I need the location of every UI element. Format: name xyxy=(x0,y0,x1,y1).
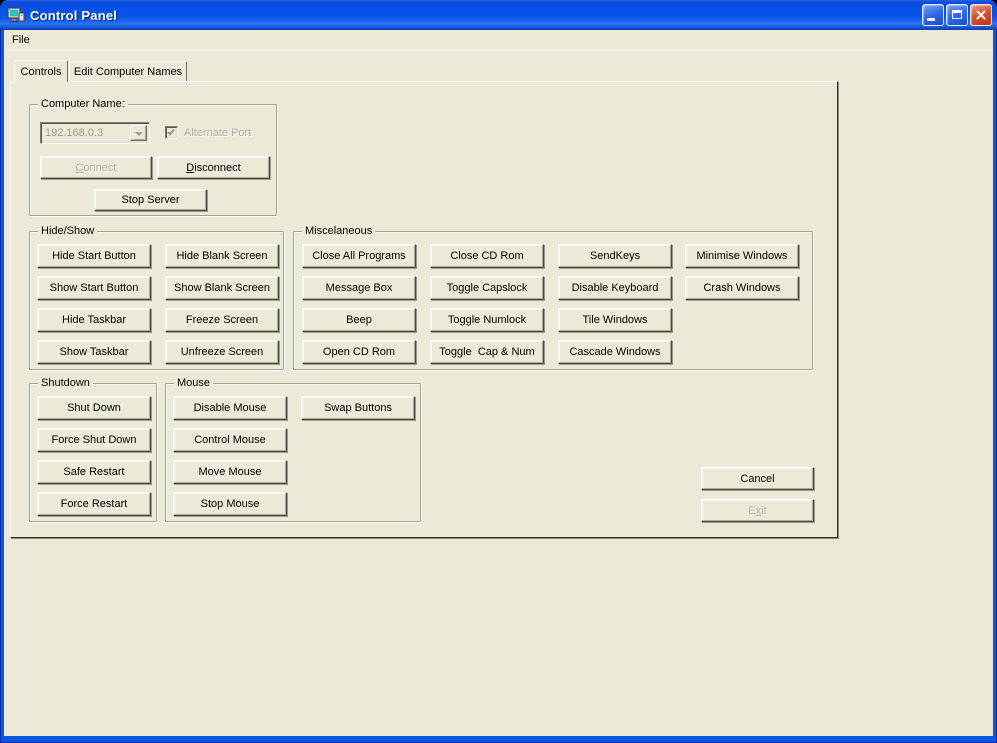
app-icon xyxy=(7,7,25,22)
open-cd-rom-button[interactable]: Open CD Rom xyxy=(302,340,416,364)
force-restart-button[interactable]: Force Restart xyxy=(37,492,151,516)
control-mouse-button[interactable]: Control Mouse xyxy=(173,428,287,452)
force-shut-down-button[interactable]: Force Shut Down xyxy=(37,428,151,452)
computer-name-group-label: Computer Name: xyxy=(38,98,128,110)
controls-tab-panel: Computer Name: 192.168.0.3 Alternate Por… xyxy=(10,81,838,538)
safe-restart-button[interactable]: Safe Restart xyxy=(37,460,151,484)
minimise-windows-button[interactable]: Minimise Windows xyxy=(685,244,799,268)
toggle-cap-num-button[interactable]: Toggle Cap & Num xyxy=(430,340,544,364)
hide-show-group: Hide/Show Hide Start Button Show Start B… xyxy=(29,225,284,370)
stop-mouse-button[interactable]: Stop Mouse xyxy=(173,492,287,516)
shutdown-group-label: Shutdown xyxy=(38,377,93,389)
alternate-port-checkbox[interactable] xyxy=(165,126,178,139)
combobox-dropdown-button[interactable] xyxy=(130,125,147,141)
minimize-button[interactable] xyxy=(922,4,944,26)
crash-windows-button[interactable]: Crash Windows xyxy=(685,276,799,300)
maximize-button[interactable] xyxy=(946,4,968,26)
beep-button[interactable]: Beep xyxy=(302,308,416,332)
tab-controls[interactable]: Controls xyxy=(14,60,68,82)
disable-mouse-button[interactable]: Disable Mouse xyxy=(173,396,287,420)
computer-name-value: 192.168.0.3 xyxy=(45,127,104,139)
swap-buttons-button[interactable]: Swap Buttons xyxy=(301,396,415,420)
computer-name-combobox[interactable]: 192.168.0.3 xyxy=(40,122,150,144)
miscelaneous-group-label: Miscelaneous xyxy=(302,225,376,237)
menu-bar: File xyxy=(4,30,993,51)
unfreeze-screen-button[interactable]: Unfreeze Screen xyxy=(165,340,279,364)
miscelaneous-group: Miscelaneous Close All Programs Message … xyxy=(293,225,813,370)
toggle-numlock-button[interactable]: Toggle Numlock xyxy=(430,308,544,332)
client-area: File Controls Edit Computer Names Comput… xyxy=(4,30,993,736)
check-icon xyxy=(167,127,175,136)
toggle-capslock-button[interactable]: Toggle Capslock xyxy=(430,276,544,300)
show-taskbar-button[interactable]: Show Taskbar xyxy=(37,340,151,364)
close-cd-rom-button[interactable]: Close CD Rom xyxy=(430,244,544,268)
show-blank-screen-button[interactable]: Show Blank Screen xyxy=(165,276,279,300)
window-title: Control Panel xyxy=(30,7,118,23)
move-mouse-button[interactable]: Move Mouse xyxy=(173,460,287,484)
maximize-icon xyxy=(952,10,962,19)
message-box-button[interactable]: Message Box xyxy=(302,276,416,300)
hide-show-group-label: Hide/Show xyxy=(38,225,98,237)
hide-start-button[interactable]: Hide Start Button xyxy=(37,244,151,268)
close-all-programs-button[interactable]: Close All Programs xyxy=(302,244,416,268)
disable-keyboard-button[interactable]: Disable Keyboard xyxy=(558,276,672,300)
mouse-group-label: Mouse xyxy=(174,377,214,389)
shutdown-group: Shutdown Shut Down Force Shut Down Safe … xyxy=(29,377,157,522)
menu-file[interactable]: File xyxy=(12,34,30,46)
mouse-group: Mouse Disable Mouse Control Mouse Move M… xyxy=(165,377,421,522)
title-bar[interactable]: Control Panel xyxy=(0,0,997,30)
tile-windows-button[interactable]: Tile Windows xyxy=(558,308,672,332)
cancel-button[interactable]: Cancel xyxy=(701,467,814,490)
sendkeys-button[interactable]: SendKeys xyxy=(558,244,672,268)
tab-edit-computer-names[interactable]: Edit Computer Names xyxy=(69,61,187,81)
close-button[interactable] xyxy=(970,4,992,26)
show-start-button[interactable]: Show Start Button xyxy=(37,276,151,300)
alternate-port-checkbox-row[interactable]: Alternate Port xyxy=(165,126,251,139)
cascade-windows-button[interactable]: Cascade Windows xyxy=(558,340,672,364)
hide-blank-screen-button[interactable]: Hide Blank Screen xyxy=(165,244,279,268)
stop-server-button[interactable]: Stop Server xyxy=(94,189,207,211)
alternate-port-label: Alternate Port xyxy=(184,126,252,139)
hide-taskbar-button[interactable]: Hide Taskbar xyxy=(37,308,151,332)
minimize-icon xyxy=(927,18,935,21)
chevron-down-icon xyxy=(135,132,143,136)
freeze-screen-button[interactable]: Freeze Screen xyxy=(165,308,279,332)
shut-down-button[interactable]: Shut Down xyxy=(37,396,151,420)
computer-name-group: Computer Name: 192.168.0.3 Alternate Por… xyxy=(29,98,277,216)
